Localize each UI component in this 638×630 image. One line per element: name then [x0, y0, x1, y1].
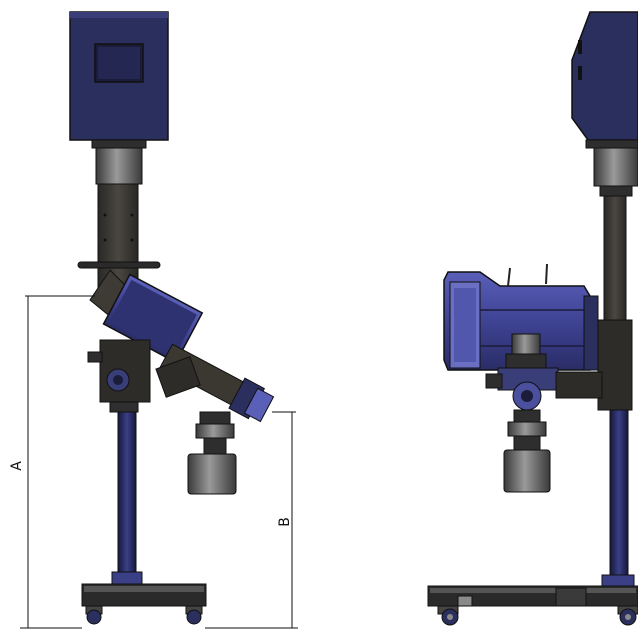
left-neck-collar — [95, 147, 143, 185]
left-detector-head — [102, 273, 204, 364]
left-lower-column — [117, 411, 137, 573]
caster-wheel — [86, 609, 102, 625]
right-detector-head — [443, 263, 599, 371]
caster-wheel — [186, 609, 202, 625]
left-view — [69, 11, 275, 625]
dimension-a — [20, 295, 95, 629]
right-upper-column — [603, 195, 627, 327]
right-pressure-pot — [503, 449, 551, 493]
dimension-b — [205, 411, 298, 629]
right-neck-collar — [593, 147, 638, 187]
dimension-label-a: A — [9, 461, 25, 471]
dimension-label-b: B — [277, 517, 293, 527]
left-pressure-pot — [187, 453, 237, 495]
right-lower-column — [609, 409, 629, 576]
left-control-cabinet — [69, 11, 169, 141]
right-view — [427, 11, 638, 626]
left-crossbar — [77, 261, 161, 269]
